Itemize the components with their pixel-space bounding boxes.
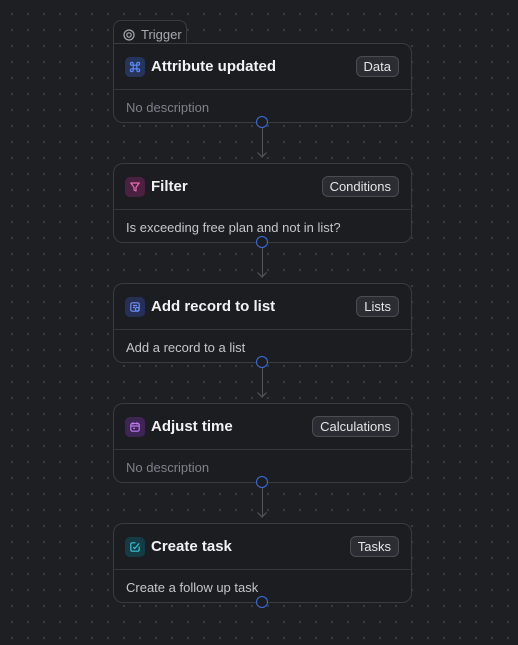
card-header: Adjust time Calculations [114,404,411,450]
arrow-down-icon [257,152,267,158]
target-icon [123,28,135,41]
step-title: Attribute updated [151,58,276,75]
arrow-down-icon [257,392,267,398]
step-title: Create task [151,538,232,555]
connector-line [261,247,263,276]
connector-line [261,487,263,516]
step-title: Filter [151,178,188,195]
step-description: Is exceeding free plan and not in list? [126,219,341,235]
card-header: Attribute updated Data [114,44,411,90]
step-card-add-record-to-list[interactable]: Add record to list Lists Add a record to… [113,283,412,363]
step-description: Add a record to a list [126,339,246,355]
filter-icon [125,176,145,197]
connector-handle[interactable] [256,476,268,488]
step-category-badge: Lists [356,296,399,317]
connector-line [261,367,263,396]
step-card-filter[interactable]: Filter Conditions Is exceeding free plan… [113,163,412,243]
arrow-down-icon [257,512,267,518]
arrow-down-icon [257,272,267,278]
card-header: Add record to list Lists [114,284,411,330]
connector-line [261,127,263,156]
calendar-icon [125,416,145,437]
connector-handle[interactable] [256,596,268,608]
step-category-badge: Calculations [312,416,399,437]
add-record-icon [125,296,145,317]
step-description: Create a follow up task [126,579,259,595]
step-card-create-task[interactable]: Create task Tasks Create a follow up tas… [113,523,412,603]
step-description: No description [126,99,210,115]
trigger-label: Trigger [141,27,182,42]
connector-handle[interactable] [256,356,268,368]
step-category-badge: Tasks [349,536,399,557]
command-icon [125,56,145,77]
connector-handle[interactable] [256,236,268,248]
connector-handle[interactable] [256,116,268,128]
step-description: No description [126,459,210,475]
card-header: Create task Tasks [114,524,411,570]
card-header: Filter Conditions [114,164,411,210]
step-category-badge: Data [355,56,399,77]
step-title: Adjust time [151,418,233,435]
step-category-badge: Conditions [321,176,399,197]
step-title: Add record to list [151,298,276,315]
step-card-attribute-updated[interactable]: Attribute updated Data No description [113,43,412,123]
step-card-adjust-time[interactable]: Adjust time Calculations No description [113,403,412,483]
task-icon [125,536,145,557]
